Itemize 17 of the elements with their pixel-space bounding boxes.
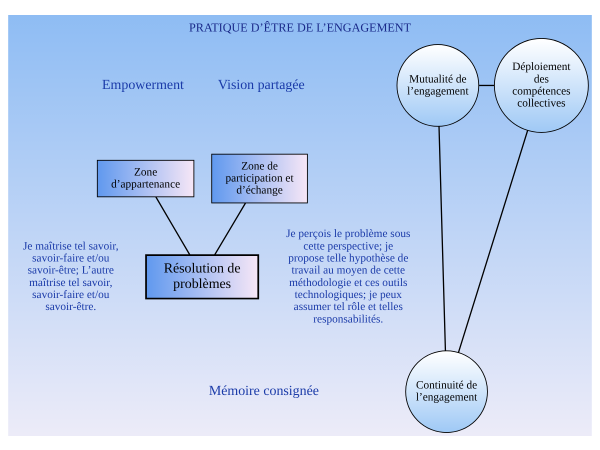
connector	[214, 202, 246, 255]
label: Mémoire consignée	[208, 383, 319, 398]
label: Je perçois le problème sous cette perspective; je propose telle hypothèse de travail au moyen de cette méthodologie et ces outils technologiques; je peux assumer tel rôle et telles responsabilités.	[286, 228, 410, 325]
diagram-title: PRATIQUE D’ÊTRE DE L’ENGAGEMENT	[188, 20, 412, 34]
node-circle: Déploiement des compétences collectives	[494, 38, 589, 132]
node-circle: Mutualité de l’engagement	[396, 44, 480, 126]
connector	[479, 84, 494, 86]
label: Empowerment	[102, 77, 184, 92]
label: Je maîtrise tel savoir, savoir-faire et/ou savoir-être; L’autre maîtrise tel savoir, savoir-faire et/ou savoir-être.	[23, 240, 119, 313]
node-box: Résolution de problèmes	[145, 254, 260, 299]
connector	[438, 126, 446, 350]
node-box: Zone de participation et d’échange	[211, 153, 308, 203]
node-box: Zone d’appartenance	[96, 159, 194, 197]
label: Vision partagée	[218, 77, 305, 92]
connector	[458, 130, 528, 352]
connector	[155, 196, 190, 255]
node-circle: Continuité de l’engagement	[405, 350, 488, 432]
